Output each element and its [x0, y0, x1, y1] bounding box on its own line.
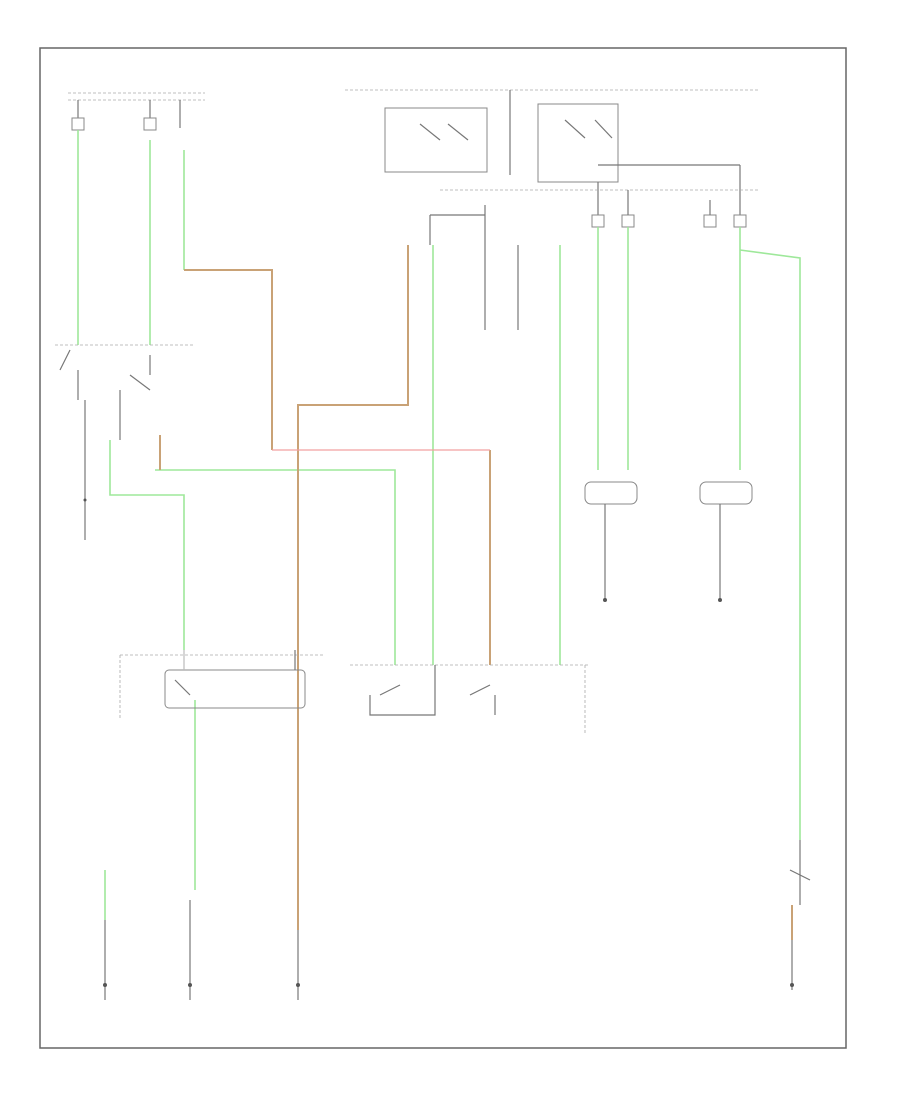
center-switches	[350, 664, 590, 735]
left-switch	[55, 344, 195, 540]
center-module	[119, 650, 325, 720]
fuse-block-left	[68, 92, 205, 131]
diagram-frame	[39, 47, 847, 1049]
green-wires	[77, 130, 801, 920]
fuses-right	[591, 190, 747, 228]
lamp-left	[584, 481, 638, 602]
lamp-right	[699, 481, 753, 602]
bottom-grounds	[103, 840, 811, 1000]
orange-wires	[159, 245, 793, 940]
switch-panel-right	[345, 89, 760, 330]
